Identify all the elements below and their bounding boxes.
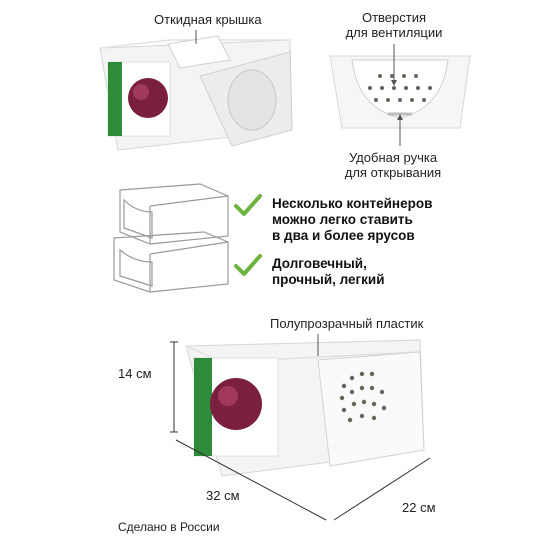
lid-label: Откидная крышка <box>154 12 262 27</box>
feature-durable-line2: прочный, легкий <box>272 272 385 287</box>
feature-durable-line1: Долговечный, <box>272 256 367 271</box>
feature-stackable: Несколько контейнеров можно легко ставит… <box>272 196 432 244</box>
feature-stackable-line2: можно легко ставить <box>272 212 413 227</box>
vents-label-line2: для вентиляции <box>345 25 443 40</box>
handle-label: Удобная ручка для открывания <box>328 150 458 180</box>
feature-stackable-line3: в два и более ярусов <box>272 228 415 243</box>
handle-label-line2: для открывания <box>344 165 442 180</box>
handle-label-line1: Удобная ручка <box>348 150 438 165</box>
width-dimension: 22 см <box>402 500 436 515</box>
vents-label-line1: Отверстия <box>361 10 427 25</box>
checkmark-icon <box>234 194 262 216</box>
container-bottom-photo <box>185 334 425 477</box>
lid-detail <box>329 44 471 146</box>
feature-durable: Долговечный, прочный, легкий <box>272 256 385 288</box>
length-dimension: 32 см <box>206 488 240 503</box>
ruler-line-icon <box>170 341 431 521</box>
translucent-label: Полупрозрачный пластик <box>270 316 424 331</box>
made-in-label: Сделано в России <box>118 520 220 534</box>
feature-stackable-line1: Несколько контейнеров <box>272 196 433 211</box>
checkmark-icon <box>234 254 262 276</box>
height-dimension: 14 см <box>118 366 152 381</box>
container-top-photo <box>99 35 293 151</box>
stacked-containers-drawing <box>113 183 229 293</box>
vents-label: Отверстия для вентиляции <box>334 10 454 40</box>
